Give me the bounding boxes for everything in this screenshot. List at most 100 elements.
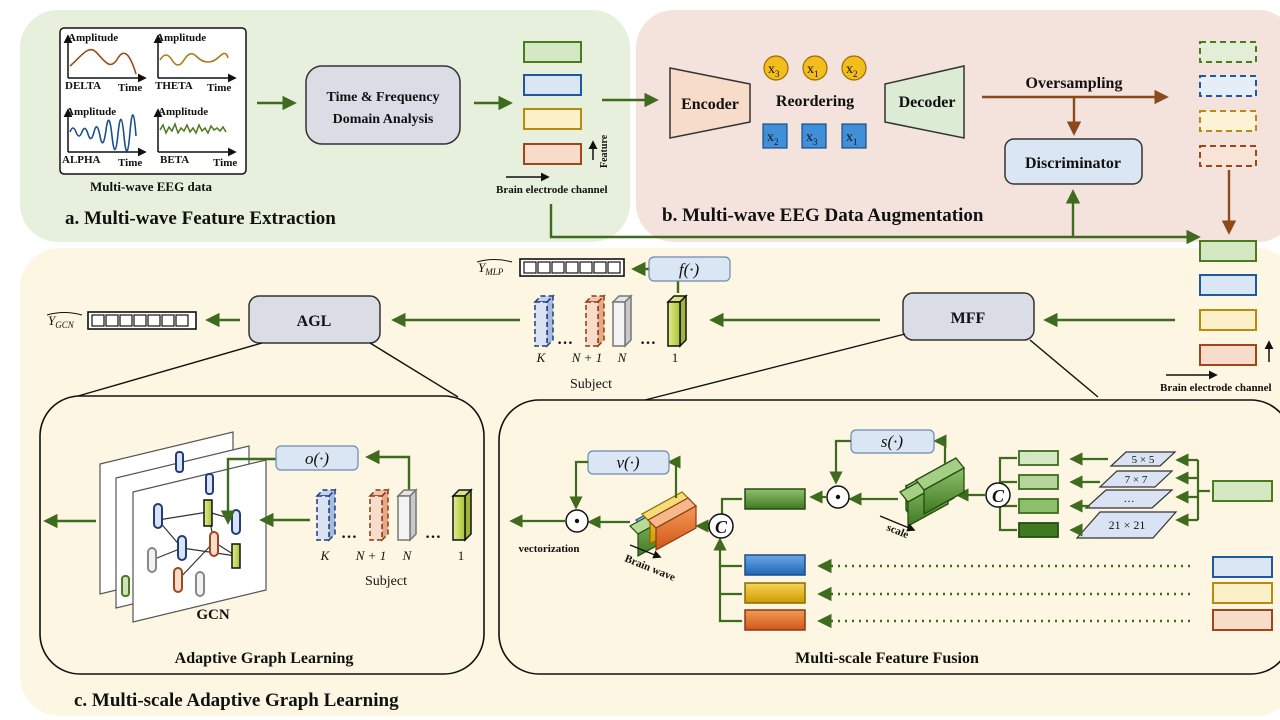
concat-label-right: C [992,486,1005,506]
discriminator-box [1004,138,1143,185]
mff-orange-feature [744,609,806,631]
subject-dots-top-2: … [640,331,656,348]
mff-blue-feature [744,554,806,576]
token-top-3 [841,55,867,81]
token-top-3-label: x2 [846,62,858,79]
arrow-features-to-augmented [549,204,1201,245]
token-top-1 [763,55,789,81]
feature-stack-a [523,41,582,165]
zoom-line-mff-right [1029,339,1099,398]
kernel-7x7: 7 × 7 [1125,474,1148,486]
kernel-21x21: 21 × 21 [1109,518,1146,532]
scale-stack [899,457,965,528]
token-top-1-label: x3 [768,62,780,79]
time-frequency-box [305,65,461,145]
analysis-line-1: Time & Frequency [326,90,439,105]
y-gcn-hat [46,312,83,316]
eeg-waves [63,34,237,157]
scale-arrow [879,515,916,532]
subject-caption-agl: Subject [365,574,407,589]
mff-box [902,292,1035,341]
agl-caption: Adaptive Graph Learning [175,650,354,667]
y-mlp-hat [476,259,513,263]
theta-amplitude-label: Amplitude [156,32,206,44]
token-top-2-label: x1 [807,62,819,79]
eeg-data-box [59,27,247,175]
alpha-time-label: Time [118,157,142,169]
discriminator-label: Discriminator [1025,155,1121,172]
subject-label-n1-agl: N + 1 [355,548,386,563]
delta-time-label: Time [118,82,142,94]
dot-operator-left-center [574,518,580,524]
kernel-5x5: 5 × 5 [1132,454,1155,466]
feature-label-a: Feature [599,134,610,168]
channel-label-a: Brain electrode channel [496,184,608,196]
agl-detail-box [39,395,485,675]
delta-amplitude-label: Amplitude [68,32,118,44]
mff-input-green [1212,480,1273,502]
arrow-subject-to-o [365,449,411,490]
subject-features-top [533,294,688,348]
vectorization-label: vectorization [518,543,579,555]
agl-box [248,295,381,344]
subject-label-1-agl: 1 [458,548,465,563]
zoom-line-agl-right [369,342,459,398]
f-function-label: f(·) [679,260,700,279]
mff-detail-box [498,399,1280,675]
gcn-label: GCN [196,607,230,623]
mff-input-blue [1212,556,1273,578]
f-function-box [648,256,731,282]
fused-green-feature [744,488,806,510]
panel-b-title: b. Multi-wave EEG Data Augmentation [662,205,984,226]
reorder-bottom-tokens [762,123,867,149]
panel-c-background [20,248,1280,716]
o-function-label: o(·) [305,449,329,468]
mff-input-yellow [1212,582,1273,604]
subject-dots-agl-2: … [425,525,441,542]
o-function-box [275,445,359,471]
beta-label: BETA [160,154,189,166]
encoder-label: Encoder [681,96,739,113]
augmented-dashed-stack [1199,41,1257,167]
concat-operator-right [985,482,1011,508]
beta-time-label: Time [213,157,237,169]
arrow-o-to-graph [220,457,276,525]
token-bottom-1-label: x2 [767,130,779,147]
kernel-dots: … [1124,493,1135,505]
y-mlp-output-bar [519,258,625,277]
concat-left-inputs [718,497,742,623]
token-bottom-2-label: x3 [806,130,818,147]
subject-features-agl [315,488,473,542]
s-function-label: s(·) [881,432,904,451]
mff-caption: Multi-scale Feature Fusion [795,650,979,667]
kernel-planes [1075,451,1178,539]
zoom-line-mff-left [644,333,906,401]
y-mlp-label: YMLP [478,260,504,277]
eeg-data-caption: Multi-wave EEG data [90,179,213,194]
concat-label-left: C [715,517,728,537]
mff-label: MFF [951,310,986,327]
oversampling-label: Oversampling [1026,75,1123,92]
subject-caption-top: Subject [570,377,612,392]
arrow-scale-to-s [933,434,947,464]
theta-time-label: Time [207,82,231,94]
y-gcn-output-bar [87,311,197,330]
beta-amplitude-label: Amplitude [158,106,208,118]
brain-wave-stack [629,491,697,558]
subject-label-1-top: 1 [672,350,679,365]
decoder-label: Decoder [899,94,956,111]
reorder-top-tokens [763,55,867,81]
arrow-v-to-dot [569,460,588,510]
theta-label: THETA [155,80,193,92]
alpha-label: ALPHA [62,154,101,166]
panel-a-title: a. Multi-wave Feature Extraction [65,208,336,229]
arrow-brainwave-to-v [667,455,681,498]
v-function-label: v(·) [616,453,639,472]
multi-scale-features [1018,450,1059,538]
subject-label-k-agl: K [320,548,331,563]
mff-yellow-feature [744,582,806,604]
panel-c-title: c. Multi-scale Adaptive Graph Learning [74,690,399,711]
decoder-shape [884,65,965,139]
delta-label: DELTA [65,80,101,92]
